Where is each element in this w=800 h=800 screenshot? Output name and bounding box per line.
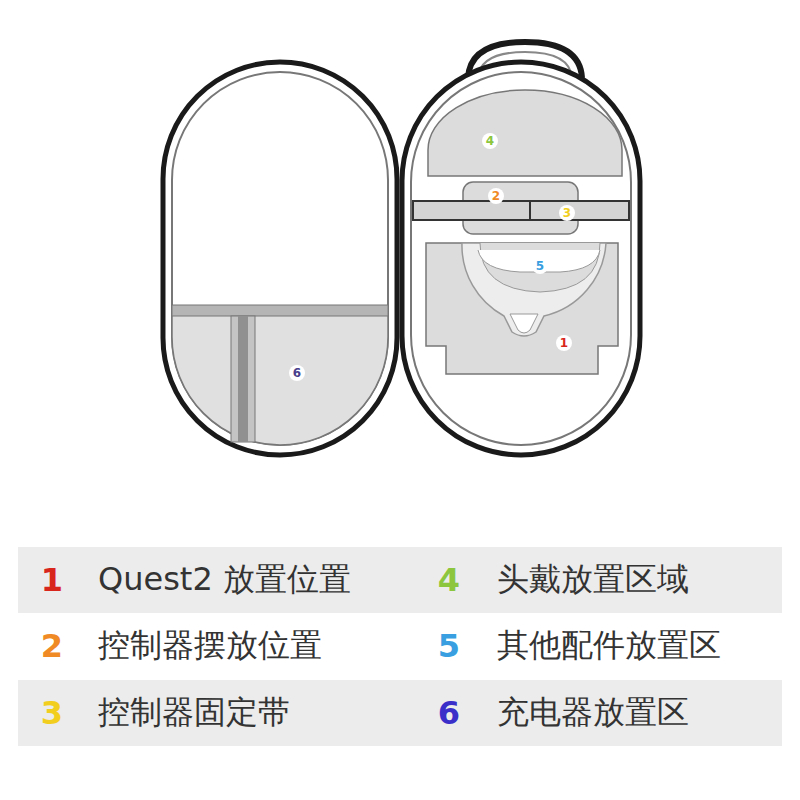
callout-number: 2 [488, 188, 504, 204]
legend-text: 控制器固定带 [98, 691, 290, 735]
legend-text: 充电器放置区 [497, 691, 689, 735]
callout-number: 5 [532, 258, 548, 274]
legend-number: 3 [41, 694, 63, 732]
callout-number: 3 [559, 205, 575, 221]
legend-number: 4 [438, 561, 460, 599]
callout-number: 6 [289, 365, 305, 381]
legend-text: 控制器摆放位置 [98, 624, 322, 668]
callout-number: 1 [556, 335, 572, 351]
legend-number: 1 [41, 561, 63, 599]
legend-number: 5 [438, 627, 460, 665]
legend-number: 6 [438, 694, 460, 732]
callout-number: 4 [482, 133, 498, 149]
legend-text: Quest2 放置位置 [98, 558, 351, 602]
legend-number: 2 [41, 627, 63, 665]
legend-text: 头戴放置区域 [497, 558, 689, 602]
legend-text: 其他配件放置区 [497, 624, 721, 668]
